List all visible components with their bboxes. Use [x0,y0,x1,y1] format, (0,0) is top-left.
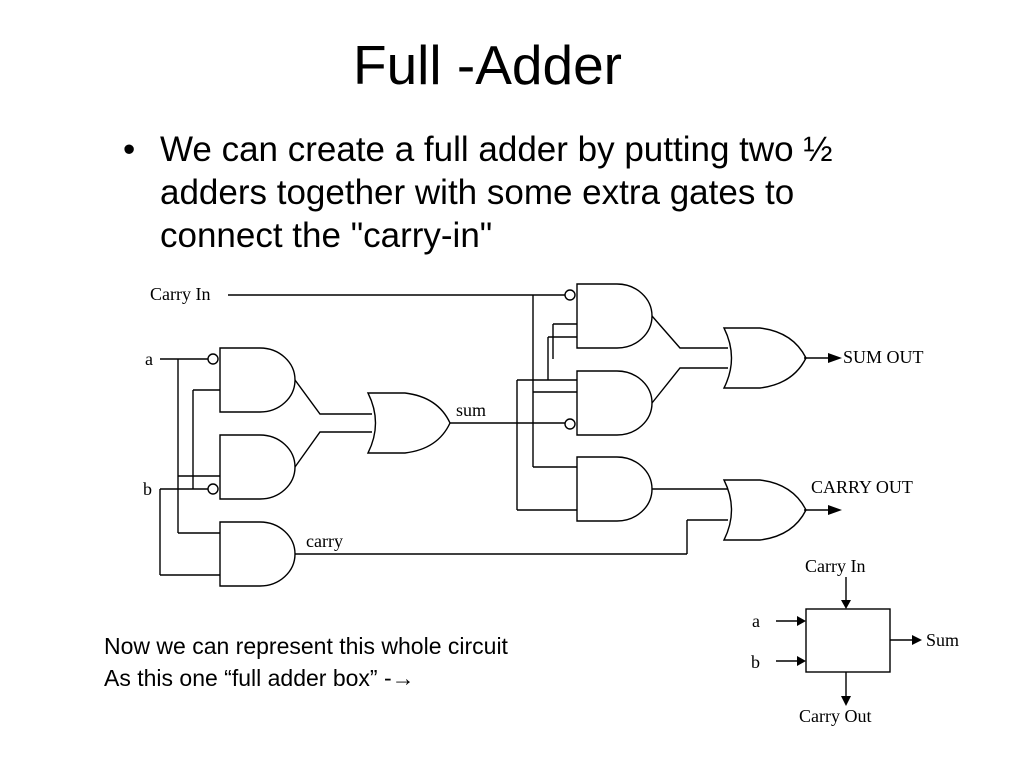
box-b-arrow-icon [797,656,806,666]
right-arrow-icon: → [391,665,415,691]
and-gate-4 [576,283,653,349]
note-line-2: As this one “full adder box” -→ [104,662,508,694]
sum-out-label: SUM OUT [843,347,924,367]
carry-in-label: Carry In [150,284,210,304]
note-line-1: Now we can represent this whole circuit [104,633,508,659]
box-a-arrow-icon [797,616,806,626]
box-carry-out-label: Carry Out [799,706,871,726]
box-a-label: a [752,611,760,631]
input-a-label: a [145,349,153,369]
input-b-label: b [143,479,152,499]
carry-out-label: CARRY OUT [811,477,913,497]
carry-out-arrow-icon [828,505,842,515]
box-sum-label: Sum [926,630,959,650]
box-carry-in-label: Carry In [805,556,865,576]
box-b-label: b [751,652,760,672]
slide-title: Full -Adder [353,34,622,96]
sum-label: sum [456,400,486,420]
sum-out-arrow-icon [828,353,842,363]
and-gate-1 [219,347,296,413]
full-adder-box [805,608,891,673]
carry-label: carry [306,531,343,551]
bullet-dot: • [123,130,136,169]
box-sum-arrow-icon [912,635,922,645]
note-text: Now we can represent this whole circuit … [104,630,508,694]
or-gate-1 [366,392,451,454]
bullet-text: We can create a full adder by putting tw… [160,130,833,255]
note-line-2-text: As this one “full adder box” - [104,665,392,691]
box-carry-out-arrow-icon [841,696,851,706]
and-gate-6 [576,456,653,522]
or-gate-2 [722,327,807,389]
box-carry-in-arrow-icon [841,600,851,609]
or-gate-3 [722,479,807,541]
and-gate-2 [219,434,296,500]
and-gate-5 [576,370,653,436]
and-gate-3 [219,521,296,587]
